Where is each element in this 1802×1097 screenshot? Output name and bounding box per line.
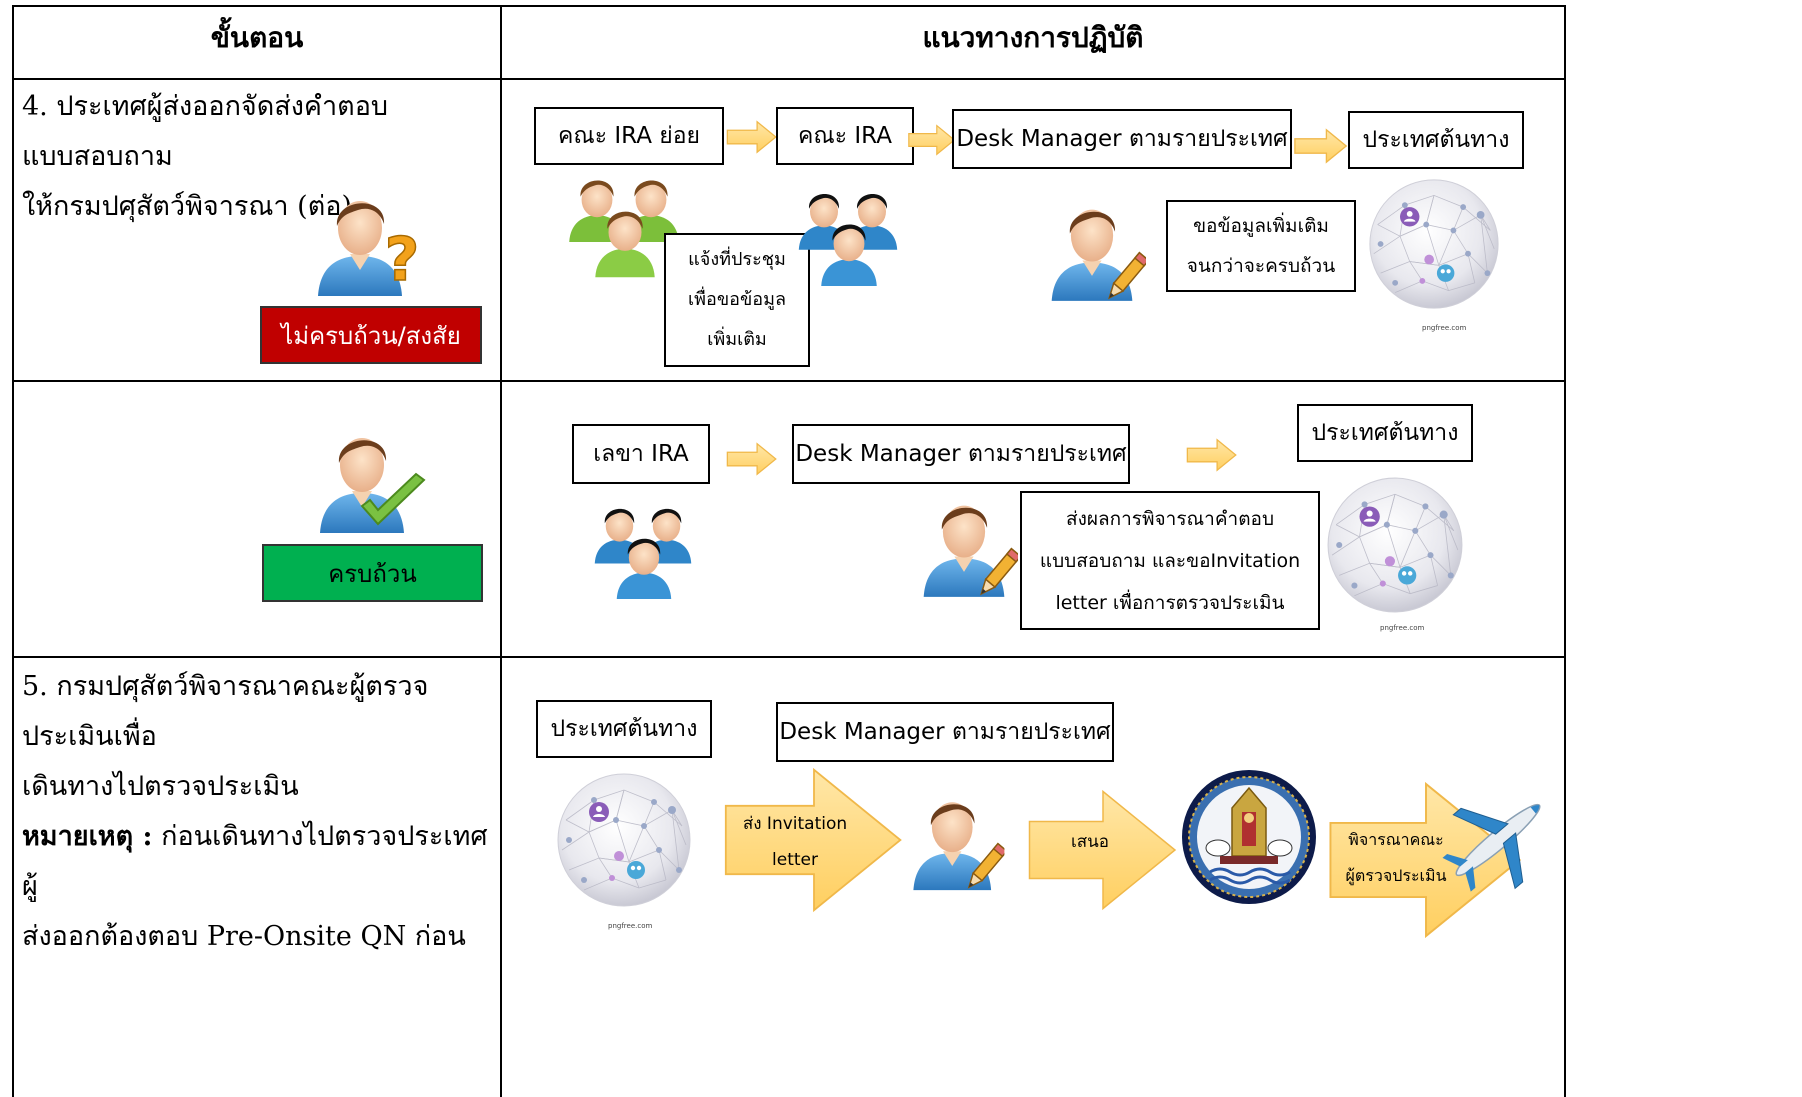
globe-icon bbox=[1369, 179, 1499, 309]
step-5-text: 5. กรมปศุสัตว์พิจารณาคณะผู้ตรวจประเมินเพ… bbox=[22, 662, 498, 962]
arrow-label-consider-line1: พิจารณาคณะ bbox=[1348, 830, 1444, 849]
user-check-icon bbox=[320, 438, 426, 533]
note-send-line2: แบบสอบถาม และขอInvitation bbox=[1039, 549, 1301, 572]
note-request-line1: ขอข้อมูลเพิ่มเติม bbox=[1193, 215, 1329, 237]
group-blue-icon bbox=[594, 508, 692, 600]
note-send-line1: ส่งผลการพิจารณาคำตอบ bbox=[1065, 507, 1275, 530]
note-request-more-info: ขอข้อมูลเพิ่มเติม จนกว่าจะครบถ้วน bbox=[1166, 200, 1356, 292]
arrow-right-icon bbox=[726, 121, 777, 153]
watermark-text: pngfree.com bbox=[1380, 624, 1425, 632]
step-4-line2: ให้กรมปศุสัตว์พิจารณา (ต่อ) bbox=[22, 191, 352, 222]
user-question-icon: ? bbox=[318, 201, 420, 296]
dld-seal-icon bbox=[1182, 770, 1316, 904]
arrow-label-consider-team: พิจารณาคณะ ผู้ตรวจประเมิน bbox=[1334, 822, 1458, 894]
user-edit-icon bbox=[1051, 209, 1146, 303]
arrow-label-propose: เสนอ bbox=[1070, 832, 1110, 852]
arrow-right-icon bbox=[1186, 439, 1237, 471]
airplane-icon bbox=[1442, 803, 1541, 892]
note-label: หมายเหตุ : bbox=[22, 821, 153, 852]
step-5-line2: เดินทางไปตรวจประเมิน bbox=[22, 771, 299, 802]
table-row-divider-1 bbox=[12, 78, 1566, 80]
flow-box-desk-manager: Desk Manager ตามรายประเทศ bbox=[792, 424, 1130, 484]
user-edit-icon bbox=[913, 802, 1005, 892]
flow-box-ira-secretary: เลขา IRA bbox=[572, 424, 710, 484]
arrow-right-icon bbox=[726, 443, 777, 475]
flow-box-origin-country: ประเทศต้นทาง bbox=[1297, 404, 1473, 462]
table-row-divider-2 bbox=[12, 380, 1566, 382]
arrow-right-icon bbox=[1294, 129, 1347, 163]
step-5-note-line1: หมายเหตุ : ก่อนเดินทางไปตรวจประเทศผู้ bbox=[22, 812, 498, 912]
note-text-1: ก่อนเดินทางไปตรวจประเทศผู้ bbox=[22, 821, 488, 902]
globe-icon bbox=[557, 773, 691, 907]
flow-box-desk-manager: Desk Manager ตามรายประเทศ bbox=[776, 702, 1114, 762]
table-column-divider bbox=[500, 5, 502, 1097]
note-request-line2: จนกว่าจะครบถ้วน bbox=[1186, 255, 1336, 277]
table-row-divider-3 bbox=[12, 656, 1566, 658]
note-meeting-line1: แจ้งที่ประชุม bbox=[688, 249, 786, 270]
svg-text:?: ? bbox=[385, 225, 420, 295]
header-steps: ขั้นตอน bbox=[210, 21, 304, 54]
step-4-text: 4. ประเทศผู้ส่งออกจัดส่งคำตอบแบบสอบถาม ใ… bbox=[22, 82, 498, 232]
arrow-label-send-line2: letter bbox=[772, 850, 818, 870]
arrow-label-consider-line2: ผู้ตรวจประเมิน bbox=[1345, 866, 1447, 885]
note-meeting-line3: เพิ่มเติม bbox=[707, 329, 767, 350]
note-send-line3: letter เพื่อการตรวจประเมิน bbox=[1055, 591, 1285, 614]
step-4-line1: 4. ประเทศผู้ส่งออกจัดส่งคำตอบแบบสอบถาม bbox=[22, 91, 389, 172]
globe-icon bbox=[1327, 477, 1463, 613]
watermark-text: pngfree.com bbox=[1422, 324, 1467, 332]
flow-box-origin-country: ประเทศต้นทาง bbox=[1348, 111, 1524, 169]
step-5-note-line2: ส่งออกต้องตอบ Pre-Onsite QN ก่อน bbox=[22, 921, 466, 952]
watermark-text: pngfree.com bbox=[608, 922, 653, 930]
table-border-top bbox=[12, 5, 1566, 7]
step-5-line1: 5. กรมปศุสัตว์พิจารณาคณะผู้ตรวจประเมินเพ… bbox=[22, 671, 429, 752]
flow-box-desk-manager: Desk Manager ตามรายประเทศ bbox=[952, 109, 1292, 169]
arrow-label-send-invitation: ส่ง Invitation letter bbox=[728, 806, 862, 878]
table-border-right bbox=[1564, 5, 1566, 1097]
flow-box-ira: คณะ IRA bbox=[776, 107, 914, 165]
user-edit-icon bbox=[923, 505, 1018, 599]
arrow-right-icon bbox=[908, 124, 956, 155]
status-complete-badge: ครบถ้วน bbox=[262, 544, 483, 602]
note-meeting-request: แจ้งที่ประชุม เพื่อขอข้อมูล เพิ่มเติม bbox=[664, 233, 810, 367]
note-send-results: ส่งผลการพิจารณาคำตอบ แบบสอบถาม และขอInvi… bbox=[1020, 491, 1320, 630]
note-meeting-line2: เพื่อขอข้อมูล bbox=[688, 289, 786, 310]
arrow-label-send-line1: ส่ง Invitation bbox=[742, 814, 848, 834]
status-incomplete-badge: ไม่ครบถ้วน/สงสัย bbox=[260, 306, 482, 364]
header-guidelines: แนวทางการปฏิบัติ bbox=[922, 21, 1144, 54]
group-blue-icon bbox=[798, 194, 898, 286]
table-border-left bbox=[12, 5, 14, 1097]
flow-box-origin-country: ประเทศต้นทาง bbox=[536, 700, 712, 758]
flow-box-ira-sub: คณะ IRA ย่อย bbox=[534, 107, 724, 165]
